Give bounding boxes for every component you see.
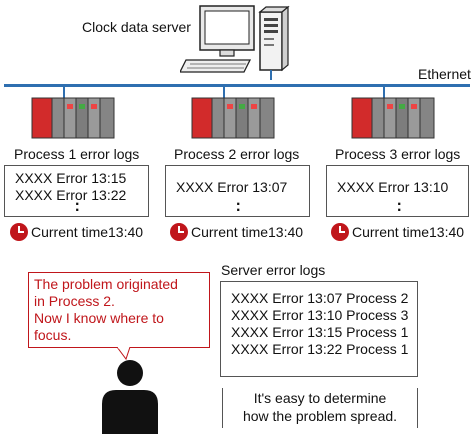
callout-line: focus. (34, 327, 72, 343)
process-2-log-box: XXXX Error 13:07 ·· (165, 165, 310, 219)
note-bracket-left (222, 388, 223, 428)
note-line: It's easy to determine (253, 390, 387, 406)
server-logs-box: XXXX Error 13:07 Process 2 XXXX Error 13… (220, 281, 418, 377)
server-log-line: XXXX Error 13:15 Process 1 (231, 324, 409, 340)
clock-icon (331, 223, 349, 241)
server-computer-icon (180, 5, 290, 80)
process-1-log-box: XXXX Error 13:15 XXXX Error 13:22 ·· (4, 165, 149, 219)
process-2-title: Process 2 error logs (174, 146, 300, 162)
ellipsis-dots: ·· (397, 196, 403, 219)
server-logs-title: Server error logs (221, 262, 326, 278)
clock-icon (10, 223, 28, 241)
ellipsis-dots: ·· (236, 196, 242, 219)
note-line: how the problem spread. (242, 408, 398, 424)
log-line: XXXX Error 13:22 (15, 187, 127, 203)
server-label: Clock data server (82, 19, 191, 35)
callout-line: Now I know where to (34, 310, 164, 326)
server-log-line: XXXX Error 13:22 Process 1 (231, 341, 409, 357)
callout-bubble: The problem originated in Process 2. Now… (28, 272, 210, 348)
log-line: XXXX Error 13:10 (337, 179, 449, 195)
server-log-line: XXXX Error 13:10 Process 3 (231, 307, 409, 323)
process-3-current-time: Current time13:40 (352, 224, 465, 240)
process-1-title: Process 1 error logs (14, 146, 140, 162)
clock-icon (170, 223, 188, 241)
process-1-current-time: Current time13:40 (31, 224, 144, 240)
plc-unit-icon (351, 86, 435, 139)
ethernet-label: Ethernet (418, 66, 471, 82)
note-bracket-right (417, 388, 418, 428)
callout-line: The problem originated (34, 276, 178, 292)
callout-tail (116, 347, 131, 361)
plc-unit-icon (191, 86, 275, 139)
person-icon (102, 360, 158, 434)
callout-line: in Process 2. (34, 293, 115, 309)
note-text: It's easy to determine how the problem s… (224, 389, 416, 425)
process-2-current-time: Current time13:40 (191, 224, 304, 240)
ethernet-line (4, 84, 470, 87)
log-line: XXXX Error 13:15 (15, 170, 127, 186)
plc-unit-icon (31, 86, 115, 139)
process-3-title: Process 3 error logs (335, 146, 461, 162)
process-3-log-box: XXXX Error 13:10 ·· (326, 165, 469, 219)
server-log-line: XXXX Error 13:07 Process 2 (231, 290, 409, 306)
ellipsis-dots: ·· (75, 196, 81, 219)
log-line: XXXX Error 13:07 (176, 179, 288, 195)
